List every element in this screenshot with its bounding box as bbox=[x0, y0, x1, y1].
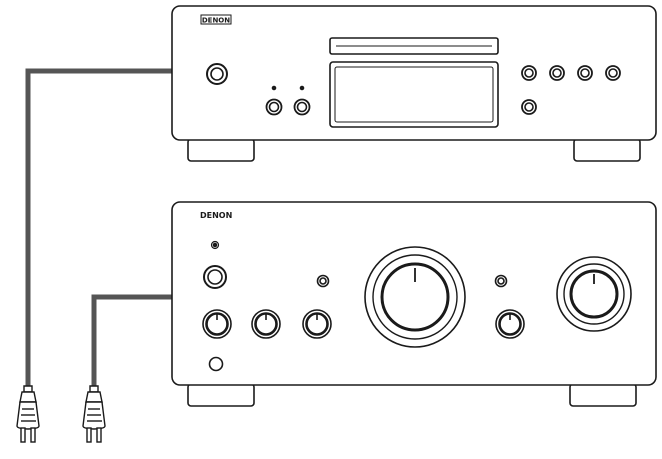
amp-volume-knob[interactable] bbox=[364, 246, 466, 348]
amplifier-foot-left bbox=[187, 383, 255, 407]
amp-knob-treble[interactable] bbox=[251, 309, 281, 339]
cd-indicator-led bbox=[271, 85, 277, 91]
cd-transport-button-inner bbox=[552, 68, 562, 78]
cd-small-button-inner bbox=[296, 101, 308, 113]
cd-transport-button-inner bbox=[524, 102, 534, 112]
amplifier-power-cord bbox=[91, 294, 172, 388]
cd-transport-button-inner bbox=[608, 68, 618, 78]
amplifier-foot-right bbox=[569, 383, 637, 407]
amp-power-button-inner bbox=[207, 269, 223, 285]
amp-loudness-button-inner bbox=[497, 277, 505, 285]
cd-small-button-inner bbox=[268, 101, 280, 113]
amplifier: DENON bbox=[171, 201, 657, 407]
amp-knob-bass[interactable] bbox=[202, 309, 232, 339]
cd-display-window-inner bbox=[334, 66, 494, 123]
cd-player-foot-right bbox=[573, 138, 641, 162]
cd-indicator-led bbox=[299, 85, 305, 91]
cd-player-brand-badge bbox=[200, 14, 232, 25]
amplifier-brand: DENON bbox=[200, 211, 232, 220]
cd-player-power-cord bbox=[25, 68, 172, 388]
power-plug-icon bbox=[16, 385, 40, 443]
cd-player-brand: DENON bbox=[202, 17, 230, 25]
power-plug-icon bbox=[82, 385, 106, 443]
cd-power-button-inner bbox=[210, 67, 224, 81]
amp-knob-recout[interactable] bbox=[495, 309, 525, 339]
cd-transport-button-inner bbox=[580, 68, 590, 78]
amp-source-direct-button-inner bbox=[319, 277, 327, 285]
cd-player: DENON bbox=[171, 5, 657, 162]
cd-transport-button-inner bbox=[524, 68, 534, 78]
amp-headphone-jack[interactable] bbox=[208, 356, 224, 372]
cd-player-foot-left bbox=[187, 138, 255, 162]
amp-input-selector-knob[interactable] bbox=[556, 256, 632, 332]
amp-knob-balance[interactable] bbox=[302, 309, 332, 339]
amp-power-indicator-dot bbox=[212, 242, 218, 248]
power-cords bbox=[25, 68, 172, 388]
